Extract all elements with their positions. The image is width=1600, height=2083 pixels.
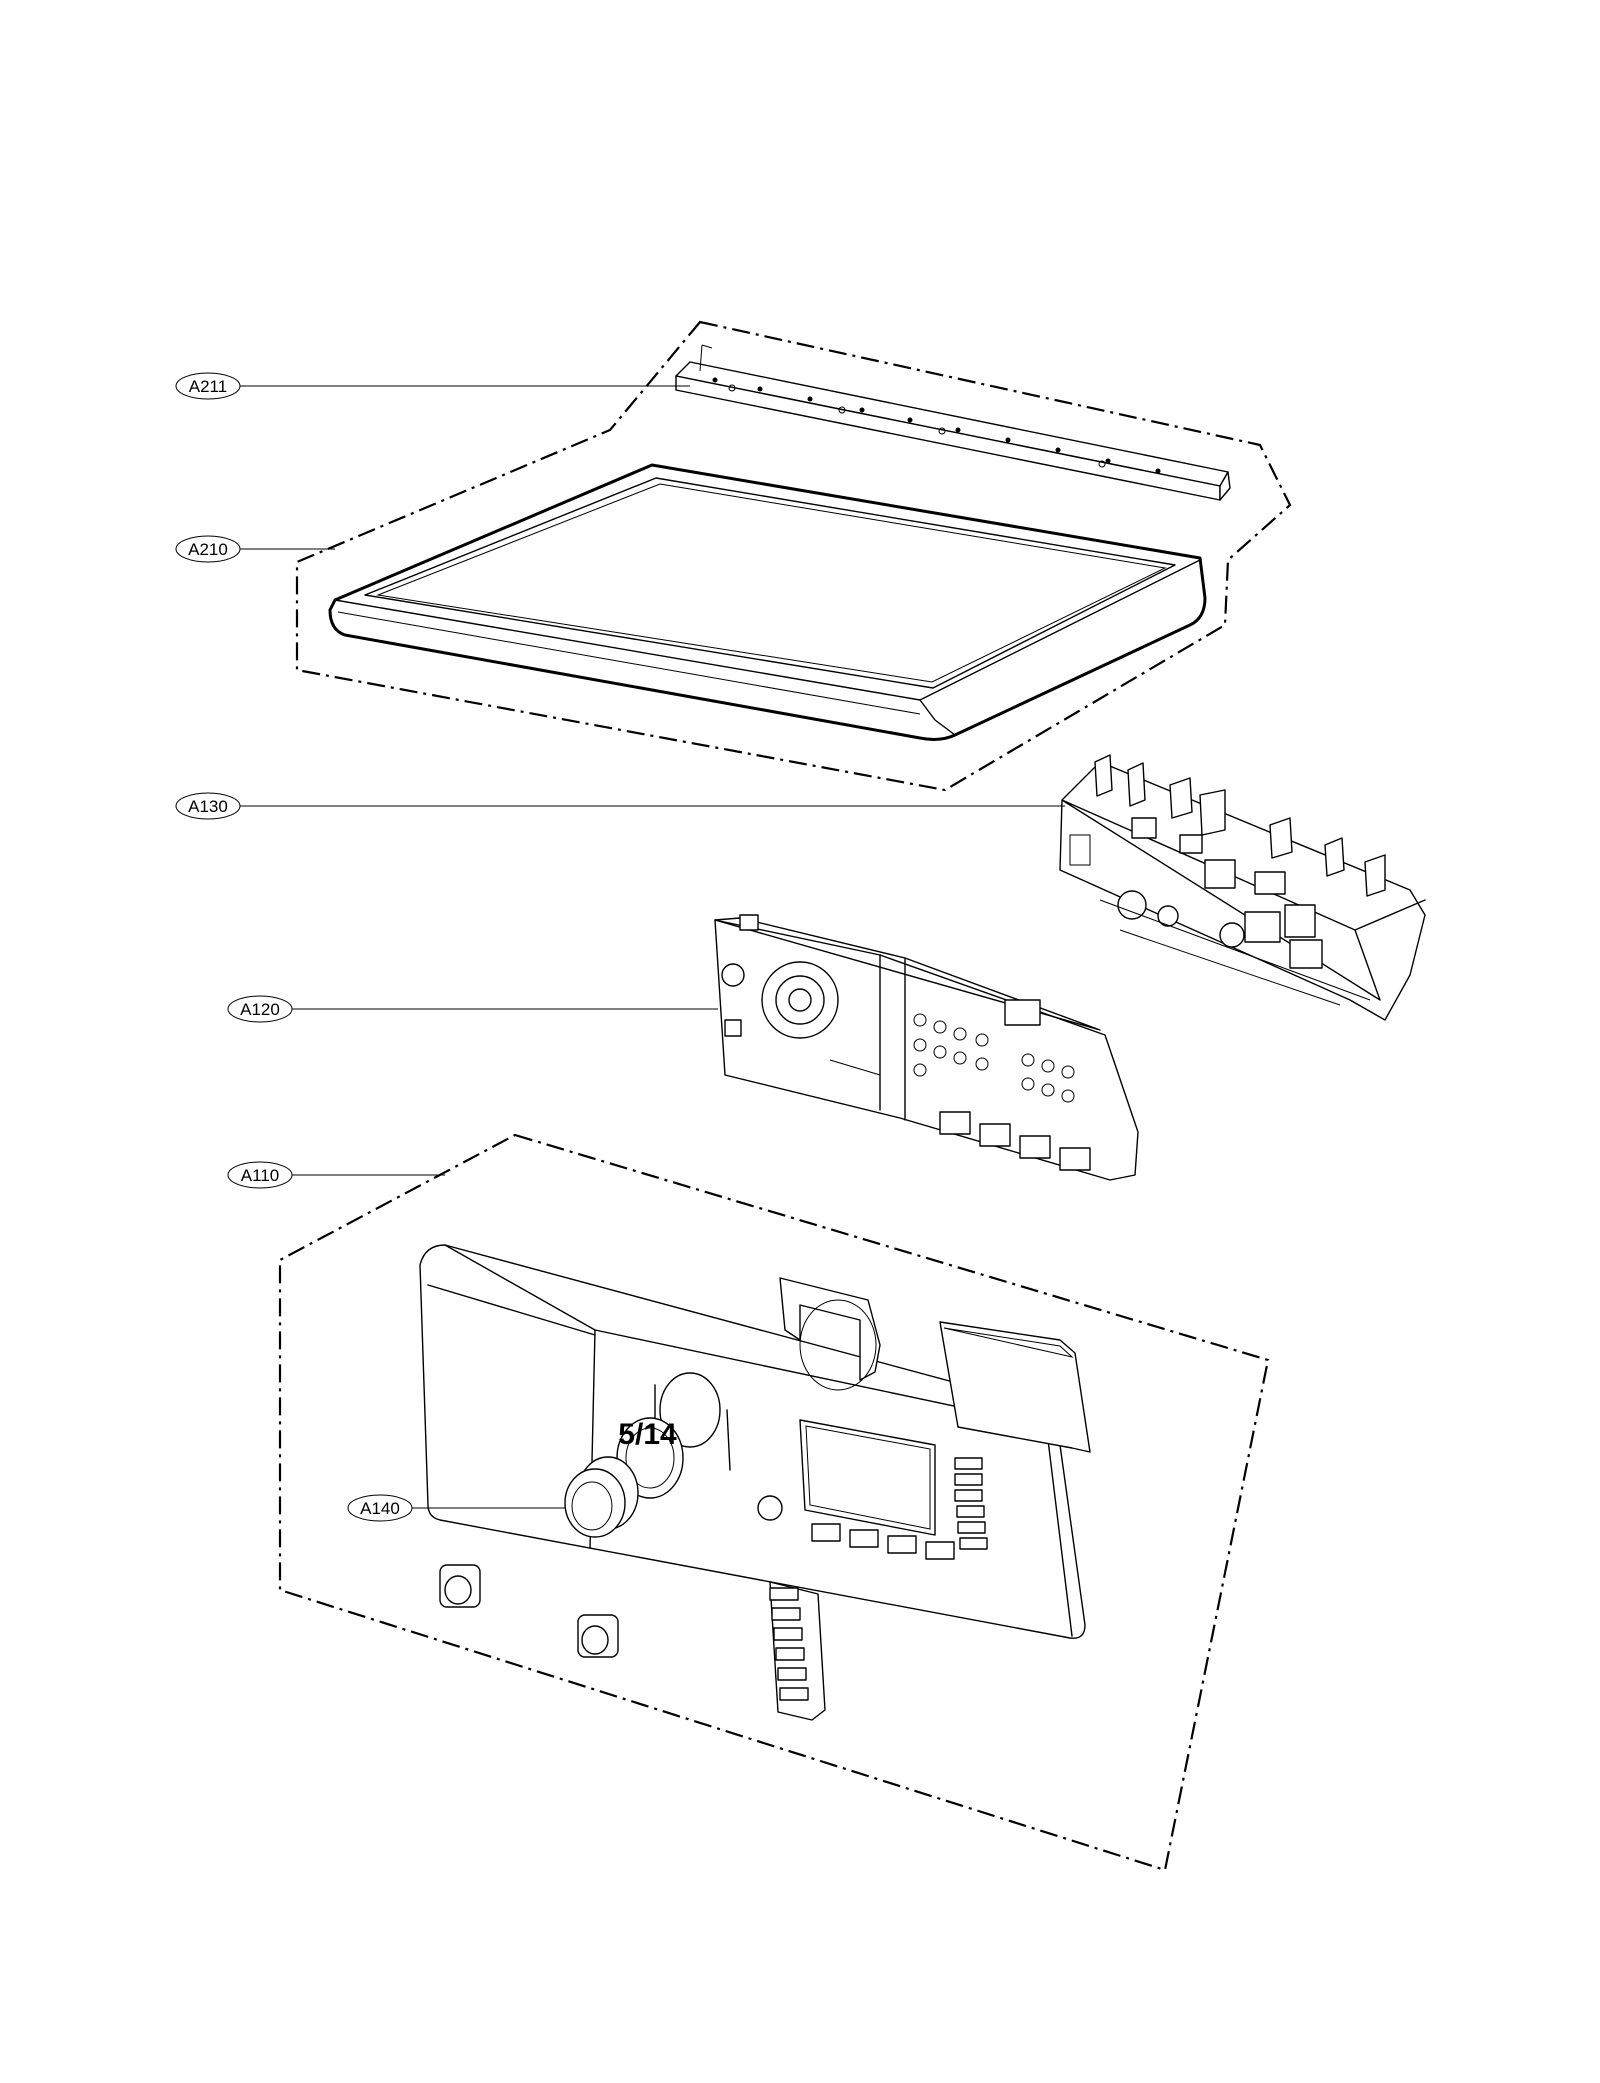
callout-a211-label: A211 bbox=[189, 377, 227, 396]
push-button-left bbox=[439, 1564, 481, 1608]
callout-a120: A120 bbox=[227, 995, 293, 1023]
callout-a130: A130 bbox=[175, 792, 241, 820]
callout-a140-label: A140 bbox=[360, 1499, 400, 1518]
callout-a110: A110 bbox=[227, 1161, 293, 1189]
control-panel-a110 bbox=[419, 1244, 1091, 1639]
callout-a210-label: A210 bbox=[188, 540, 228, 559]
callout-a211: A211 bbox=[175, 372, 241, 400]
callout-a110-label: A110 bbox=[241, 1166, 279, 1185]
display-control-board-a120 bbox=[714, 914, 1139, 1181]
main-control-board-a130 bbox=[1059, 754, 1426, 1021]
top-panel-a210 bbox=[328, 463, 1207, 741]
callout-a210: A210 bbox=[175, 535, 241, 563]
page-number: 5/14 bbox=[618, 1418, 677, 1451]
callout-a130-label: A130 bbox=[188, 797, 228, 816]
control-panel-group-boundary bbox=[278, 1133, 1270, 1872]
key-button-strip bbox=[769, 1581, 826, 1721]
push-button-right bbox=[577, 1614, 619, 1658]
rear-bracket-a211 bbox=[675, 344, 1231, 501]
knob-a140 bbox=[564, 1456, 639, 1538]
callout-a140: A140 bbox=[347, 1494, 413, 1522]
top-group-boundary bbox=[295, 320, 1292, 792]
callout-a120-label: A120 bbox=[240, 1000, 280, 1019]
